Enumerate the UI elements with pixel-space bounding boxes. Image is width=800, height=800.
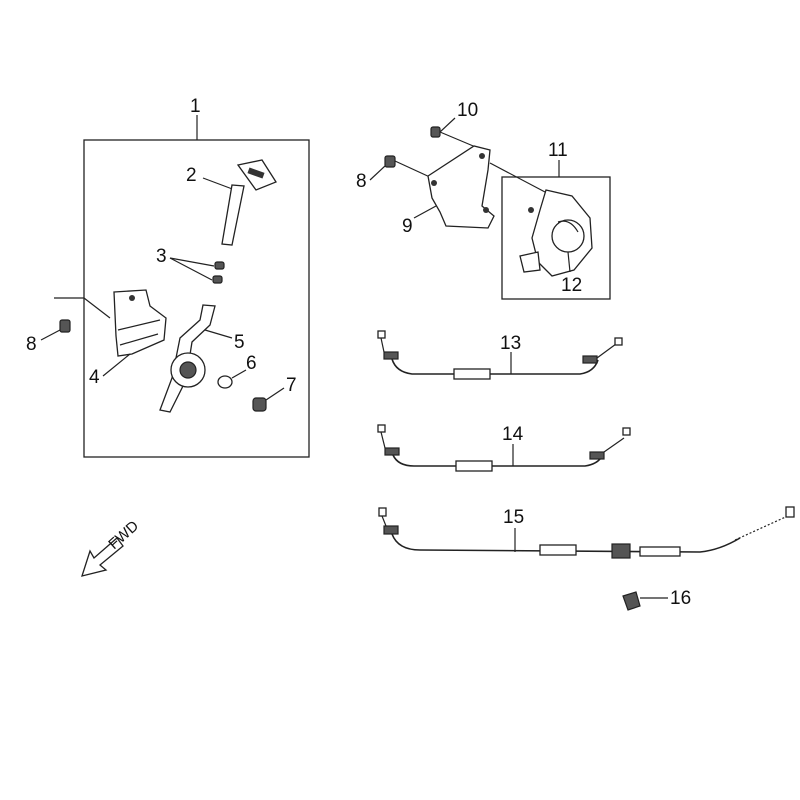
callout-16: 16 <box>670 588 691 609</box>
assembly-11-box <box>501 176 611 300</box>
part-8-bolt-right <box>369 155 433 181</box>
fwd-label: FWD <box>105 517 142 553</box>
leader-4 <box>102 353 131 377</box>
callout-3: 3 <box>156 246 167 267</box>
assembly-1-group: 1 2 3 4 8 <box>26 96 310 458</box>
callout-10: 10 <box>457 100 478 121</box>
part-15-cable <box>378 506 795 559</box>
part-12-caliper <box>519 189 593 277</box>
callout-1: 1 <box>190 96 201 117</box>
callout-6: 6 <box>246 353 257 374</box>
callout-11: 11 <box>548 140 568 161</box>
assembly-11-group <box>501 160 611 300</box>
leader-9 <box>413 205 437 219</box>
callout-8b: 8 <box>356 171 367 192</box>
part-8-bolt-left <box>40 297 111 341</box>
callout-12: 12 <box>561 275 582 296</box>
callout-2: 2 <box>186 165 197 186</box>
part-2-shaft <box>202 159 277 246</box>
callout-8a: 8 <box>26 334 37 355</box>
callout-9: 9 <box>402 216 413 237</box>
callout-7: 7 <box>286 375 297 396</box>
part-16-clip <box>622 591 668 611</box>
callout-13: 13 <box>500 333 521 354</box>
part-3-nuts <box>169 257 225 284</box>
part-4-bracket <box>113 289 167 357</box>
part-13-cable <box>377 330 623 380</box>
part-14-cable <box>377 424 631 472</box>
part-6-washer <box>217 369 247 389</box>
callout-14: 14 <box>502 424 524 445</box>
part-9-plate <box>427 145 546 229</box>
callout-5: 5 <box>234 332 245 353</box>
part-10-bolt <box>430 117 479 149</box>
part-7-nut <box>252 387 285 412</box>
callout-4: 4 <box>89 367 100 388</box>
fwd-arrow: FWD <box>81 517 142 577</box>
part-5-pipe <box>159 304 233 413</box>
callout-15: 15 <box>503 507 524 528</box>
